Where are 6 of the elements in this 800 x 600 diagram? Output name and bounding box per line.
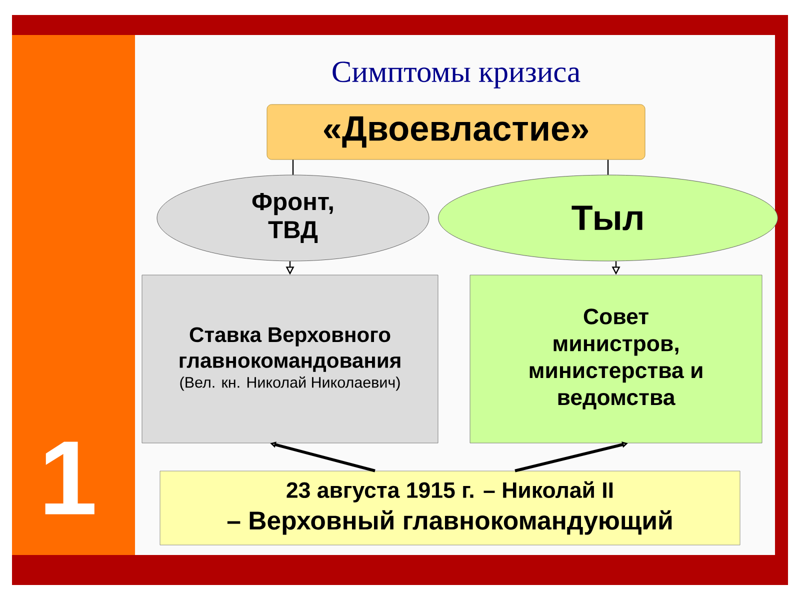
info-box: Ставка Верховного главнокомандования (Вел. кн. Николай Николаевич) [142, 274, 438, 444]
info-box: Совет министров, министерства и ведомства [470, 274, 762, 444]
date-box: 23 августа 1915 г. – Николай II – Верховный главнокомандующий [160, 470, 740, 546]
heading-box: «Двоевластие» [266, 104, 646, 160]
title: Симптомы кризиса [332, 62, 580, 88]
slide-number: 1 [45, 442, 94, 514]
